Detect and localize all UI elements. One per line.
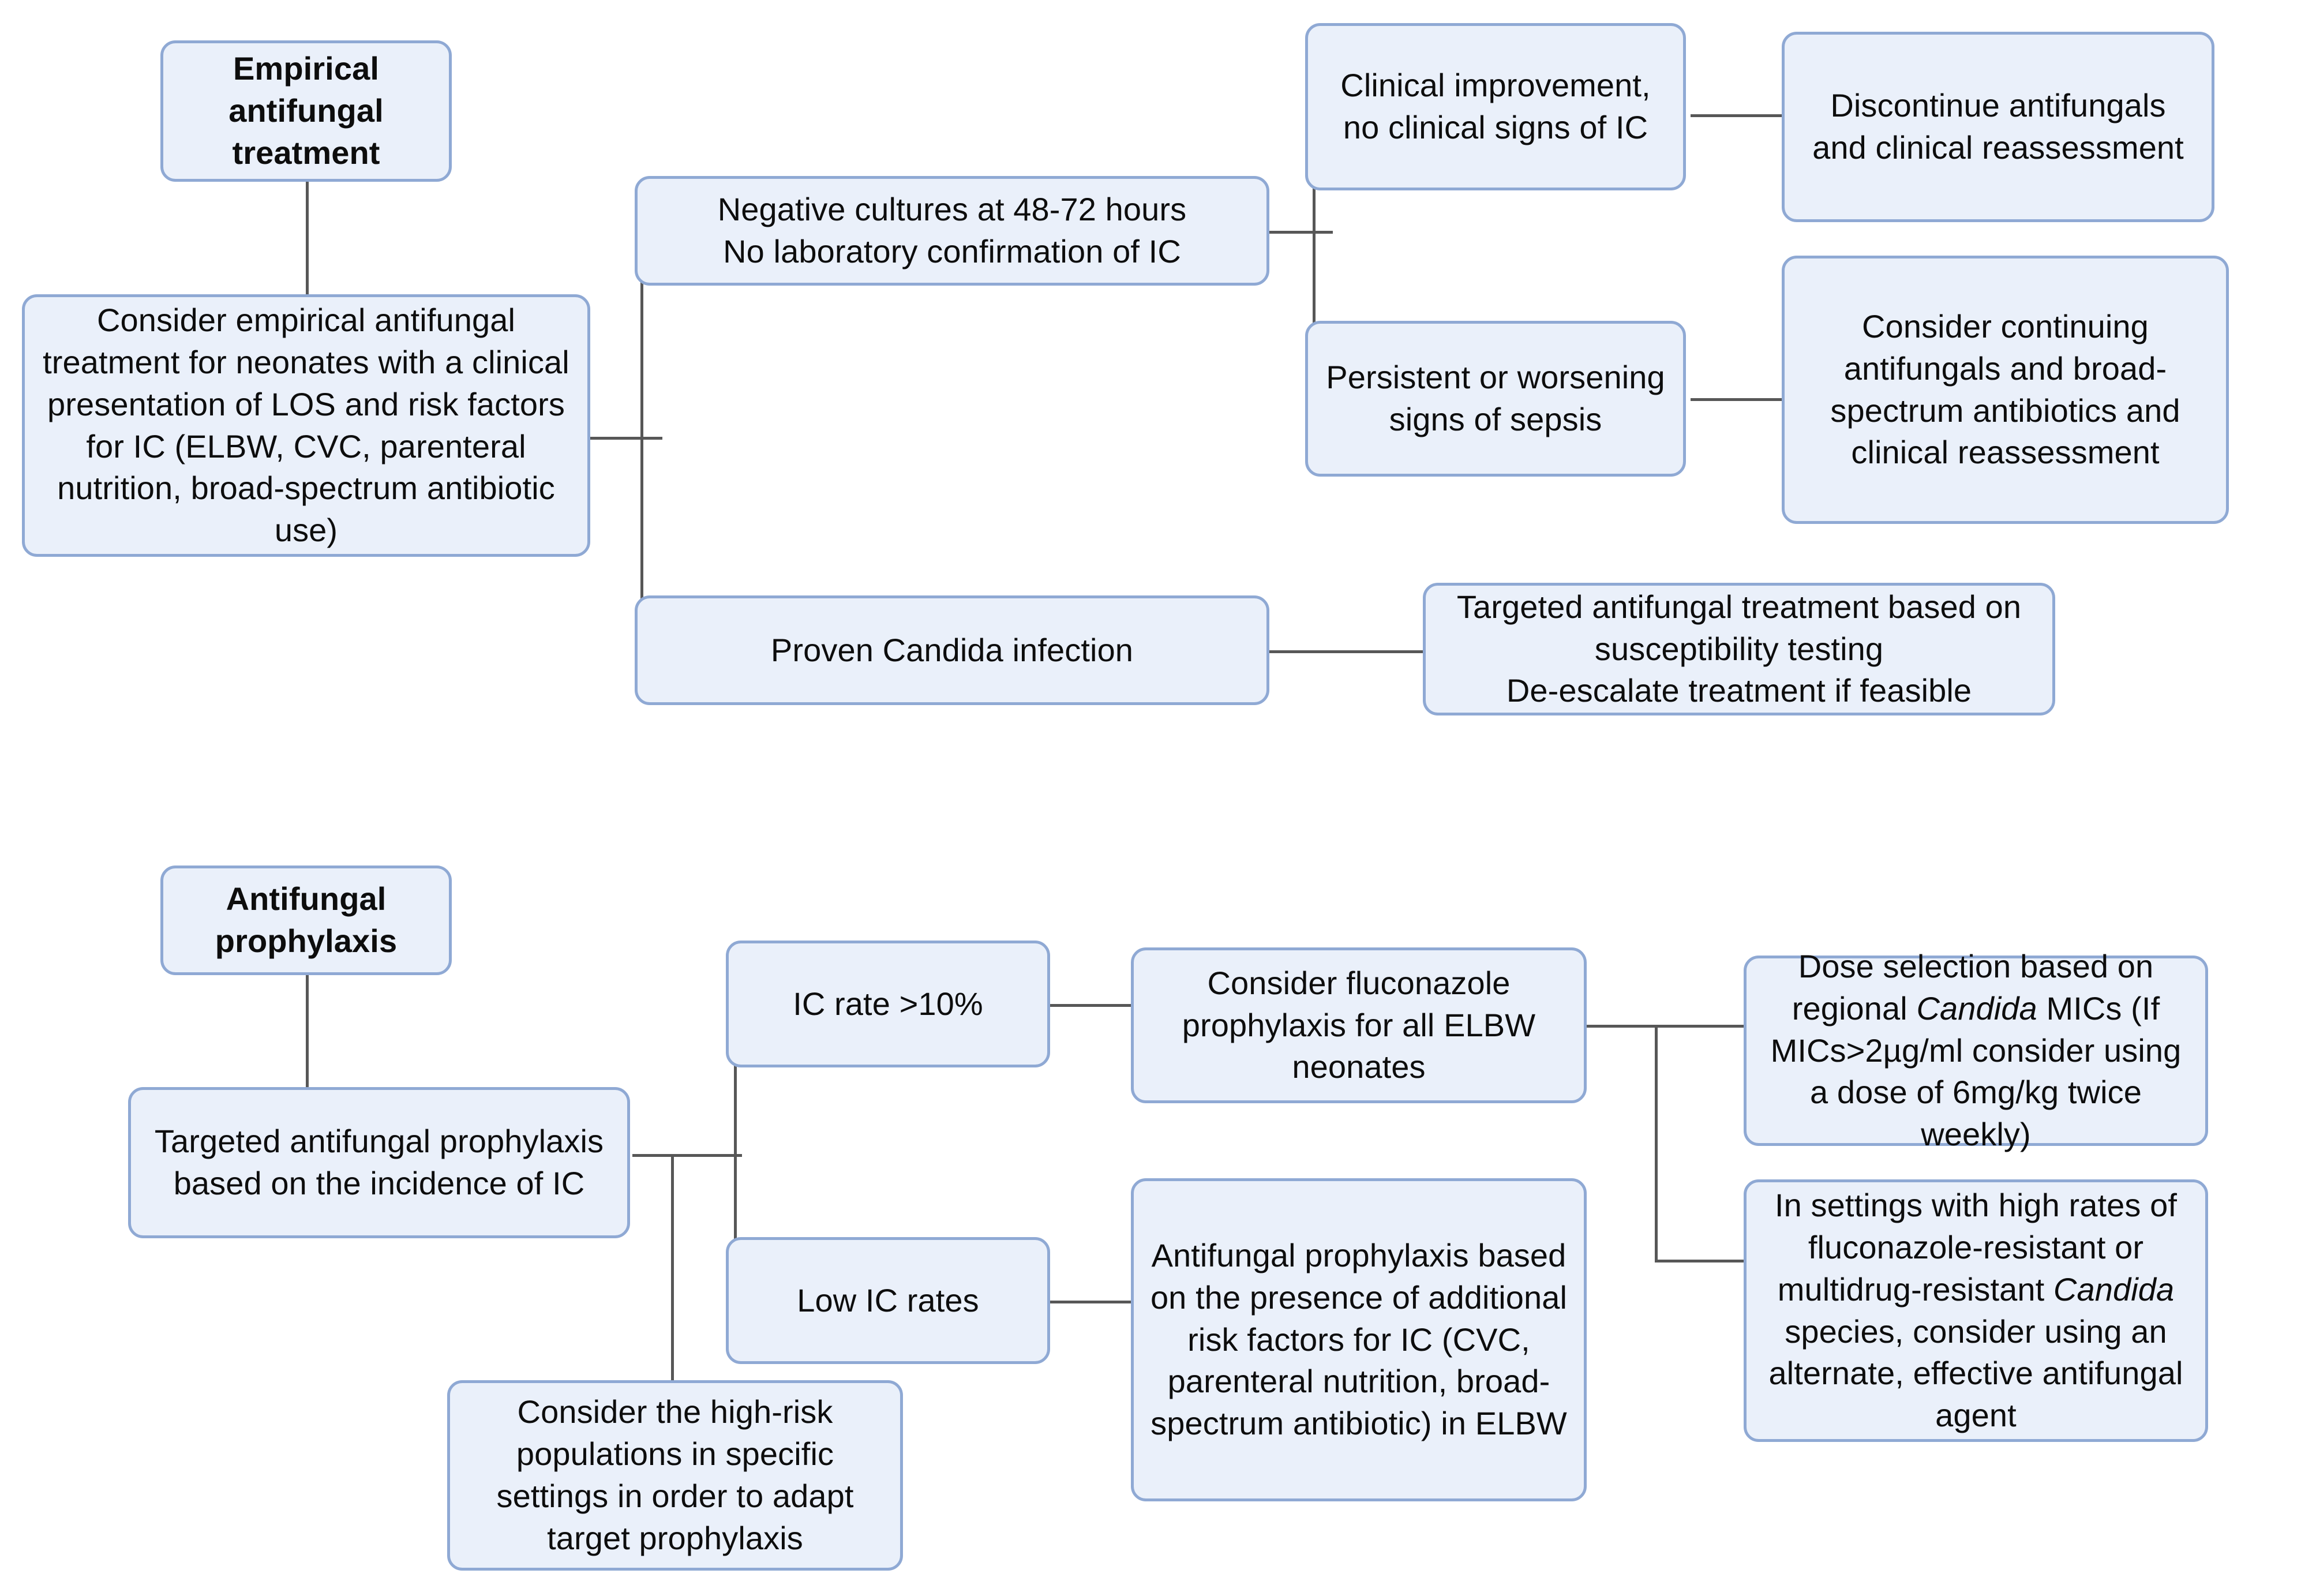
node-targeted-antifungal-treatment[interactable]: Targeted antifungal treatment based on s… bbox=[1423, 583, 2055, 715]
connector-fluconazole-out bbox=[1587, 1025, 1748, 1028]
node-label: Discontinue antifungals and clinical rea… bbox=[1812, 87, 2184, 166]
node-consider-fluconazole-all-elbw[interactable]: Consider fluconazole prophylaxis for all… bbox=[1131, 947, 1587, 1103]
node-consider-empirical-treatment[interactable]: Consider empirical antifungal treatment … bbox=[22, 294, 590, 557]
node-ic-rate-low[interactable]: Low IC rates bbox=[726, 1237, 1050, 1364]
connector-right-spine-to-resistant bbox=[1655, 1260, 1750, 1262]
resistant-text-candida: Candida bbox=[2053, 1271, 2175, 1307]
dose-text-candida: Candida bbox=[1916, 990, 2037, 1026]
resistant-text-pre: In settings with high rates of fluconazo… bbox=[1774, 1187, 2178, 1307]
node-label: Consider empirical antifungal treatment … bbox=[43, 302, 569, 549]
node-prophylaxis-risk-factors-elbw[interactable]: Antifungal prophylaxis based on the pres… bbox=[1131, 1178, 1587, 1501]
node-clinical-improvement[interactable]: Clinical improvement, no clinical signs … bbox=[1305, 23, 1686, 190]
node-label: Consider the high-risk populations in sp… bbox=[496, 1393, 854, 1556]
connector-prophylaxis-root-out bbox=[632, 1154, 742, 1157]
node-negative-cultures[interactable]: Negative cultures at 48-72 hours No labo… bbox=[635, 176, 1269, 286]
node-label: Negative cultures at 48-72 hours No labo… bbox=[717, 191, 1187, 269]
connector-header-to-root-prophylaxis bbox=[306, 975, 309, 1091]
node-label: Clinical improvement, no clinical signs … bbox=[1340, 67, 1651, 145]
connector-ic-low-to-riskfactors bbox=[1049, 1301, 1134, 1303]
dose-text-post: MICs (If MICs>2µg/ml consider using a do… bbox=[1770, 990, 2182, 1153]
connector-prophylaxis-spine-lower bbox=[671, 1154, 674, 1385]
node-label: Consider fluconazole prophylaxis for all… bbox=[1182, 964, 1536, 1085]
connector-empirical-root-out bbox=[587, 437, 662, 440]
node-empirical-antifungal-treatment[interactable]: Empirical antifungal treatment bbox=[160, 40, 452, 182]
connector-prophylaxis-spine-branch bbox=[734, 1005, 737, 1271]
node-label: Persistent or worsening signs of sepsis bbox=[1326, 359, 1665, 437]
node-label: Empirical antifungal treatment bbox=[228, 50, 384, 171]
node-dose-selection-mics[interactable]: Dose selection based on regional Candida… bbox=[1744, 948, 2208, 1152]
connector-negative-cultures-spine bbox=[1313, 176, 1316, 464]
node-discontinue-antifungals[interactable]: Discontinue antifungals and clinical rea… bbox=[1782, 32, 2214, 222]
connector-improvement-to-discontinue bbox=[1691, 114, 1783, 117]
node-ic-rate-high[interactable]: IC rate >10% bbox=[726, 941, 1050, 1067]
node-label: Targeted antifungal treatment based on s… bbox=[1456, 588, 2022, 709]
connector-sepsis-to-continue bbox=[1691, 398, 1783, 401]
node-resistant-candida-alternate-agent[interactable]: In settings with high rates of fluconazo… bbox=[1744, 1179, 2208, 1442]
node-label-composite: Dose selection based on regional Candida… bbox=[1762, 946, 2190, 1156]
node-consider-continuing-antifungals[interactable]: Consider continuing antifungals and broa… bbox=[1782, 256, 2229, 524]
node-targeted-prophylaxis-incidence[interactable]: Targeted antifungal prophylaxis based on… bbox=[128, 1087, 630, 1238]
node-label: Targeted antifungal prophylaxis based on… bbox=[154, 1123, 604, 1201]
node-label: Antifungal prophylaxis bbox=[215, 881, 398, 959]
node-label: Consider continuing antifungals and broa… bbox=[1830, 308, 2180, 471]
node-persistent-worsening-sepsis[interactable]: Persistent or worsening signs of sepsis bbox=[1305, 321, 1686, 477]
connector-negative-cultures-out bbox=[1269, 231, 1333, 234]
dose-text-pre: Dose selection based on regional bbox=[1792, 948, 2154, 1026]
connector-empirical-spine bbox=[640, 220, 643, 653]
node-proven-candida-infection[interactable]: Proven Candida infection bbox=[635, 595, 1269, 705]
node-label: Proven Candida infection bbox=[770, 631, 1134, 668]
connector-header-to-root-empirical bbox=[306, 179, 309, 297]
node-label: IC rate >10% bbox=[793, 985, 983, 1022]
connector-candida-to-targeted bbox=[1267, 650, 1423, 653]
resistant-text-post: species, consider using an alternate, ef… bbox=[1768, 1313, 2183, 1434]
node-label: Low IC rates bbox=[797, 1282, 979, 1318]
connector-ic-high-to-fluconazole bbox=[1049, 1004, 1134, 1007]
connector-right-spine-prophylaxis bbox=[1655, 1025, 1658, 1262]
node-label: Antifungal prophylaxis based on the pres… bbox=[1150, 1237, 1568, 1442]
node-label-composite: In settings with high rates of fluconazo… bbox=[1762, 1185, 2190, 1437]
node-high-risk-populations[interactable]: Consider the high-risk populations in sp… bbox=[447, 1380, 903, 1571]
node-antifungal-prophylaxis[interactable]: Antifungal prophylaxis bbox=[160, 866, 452, 975]
